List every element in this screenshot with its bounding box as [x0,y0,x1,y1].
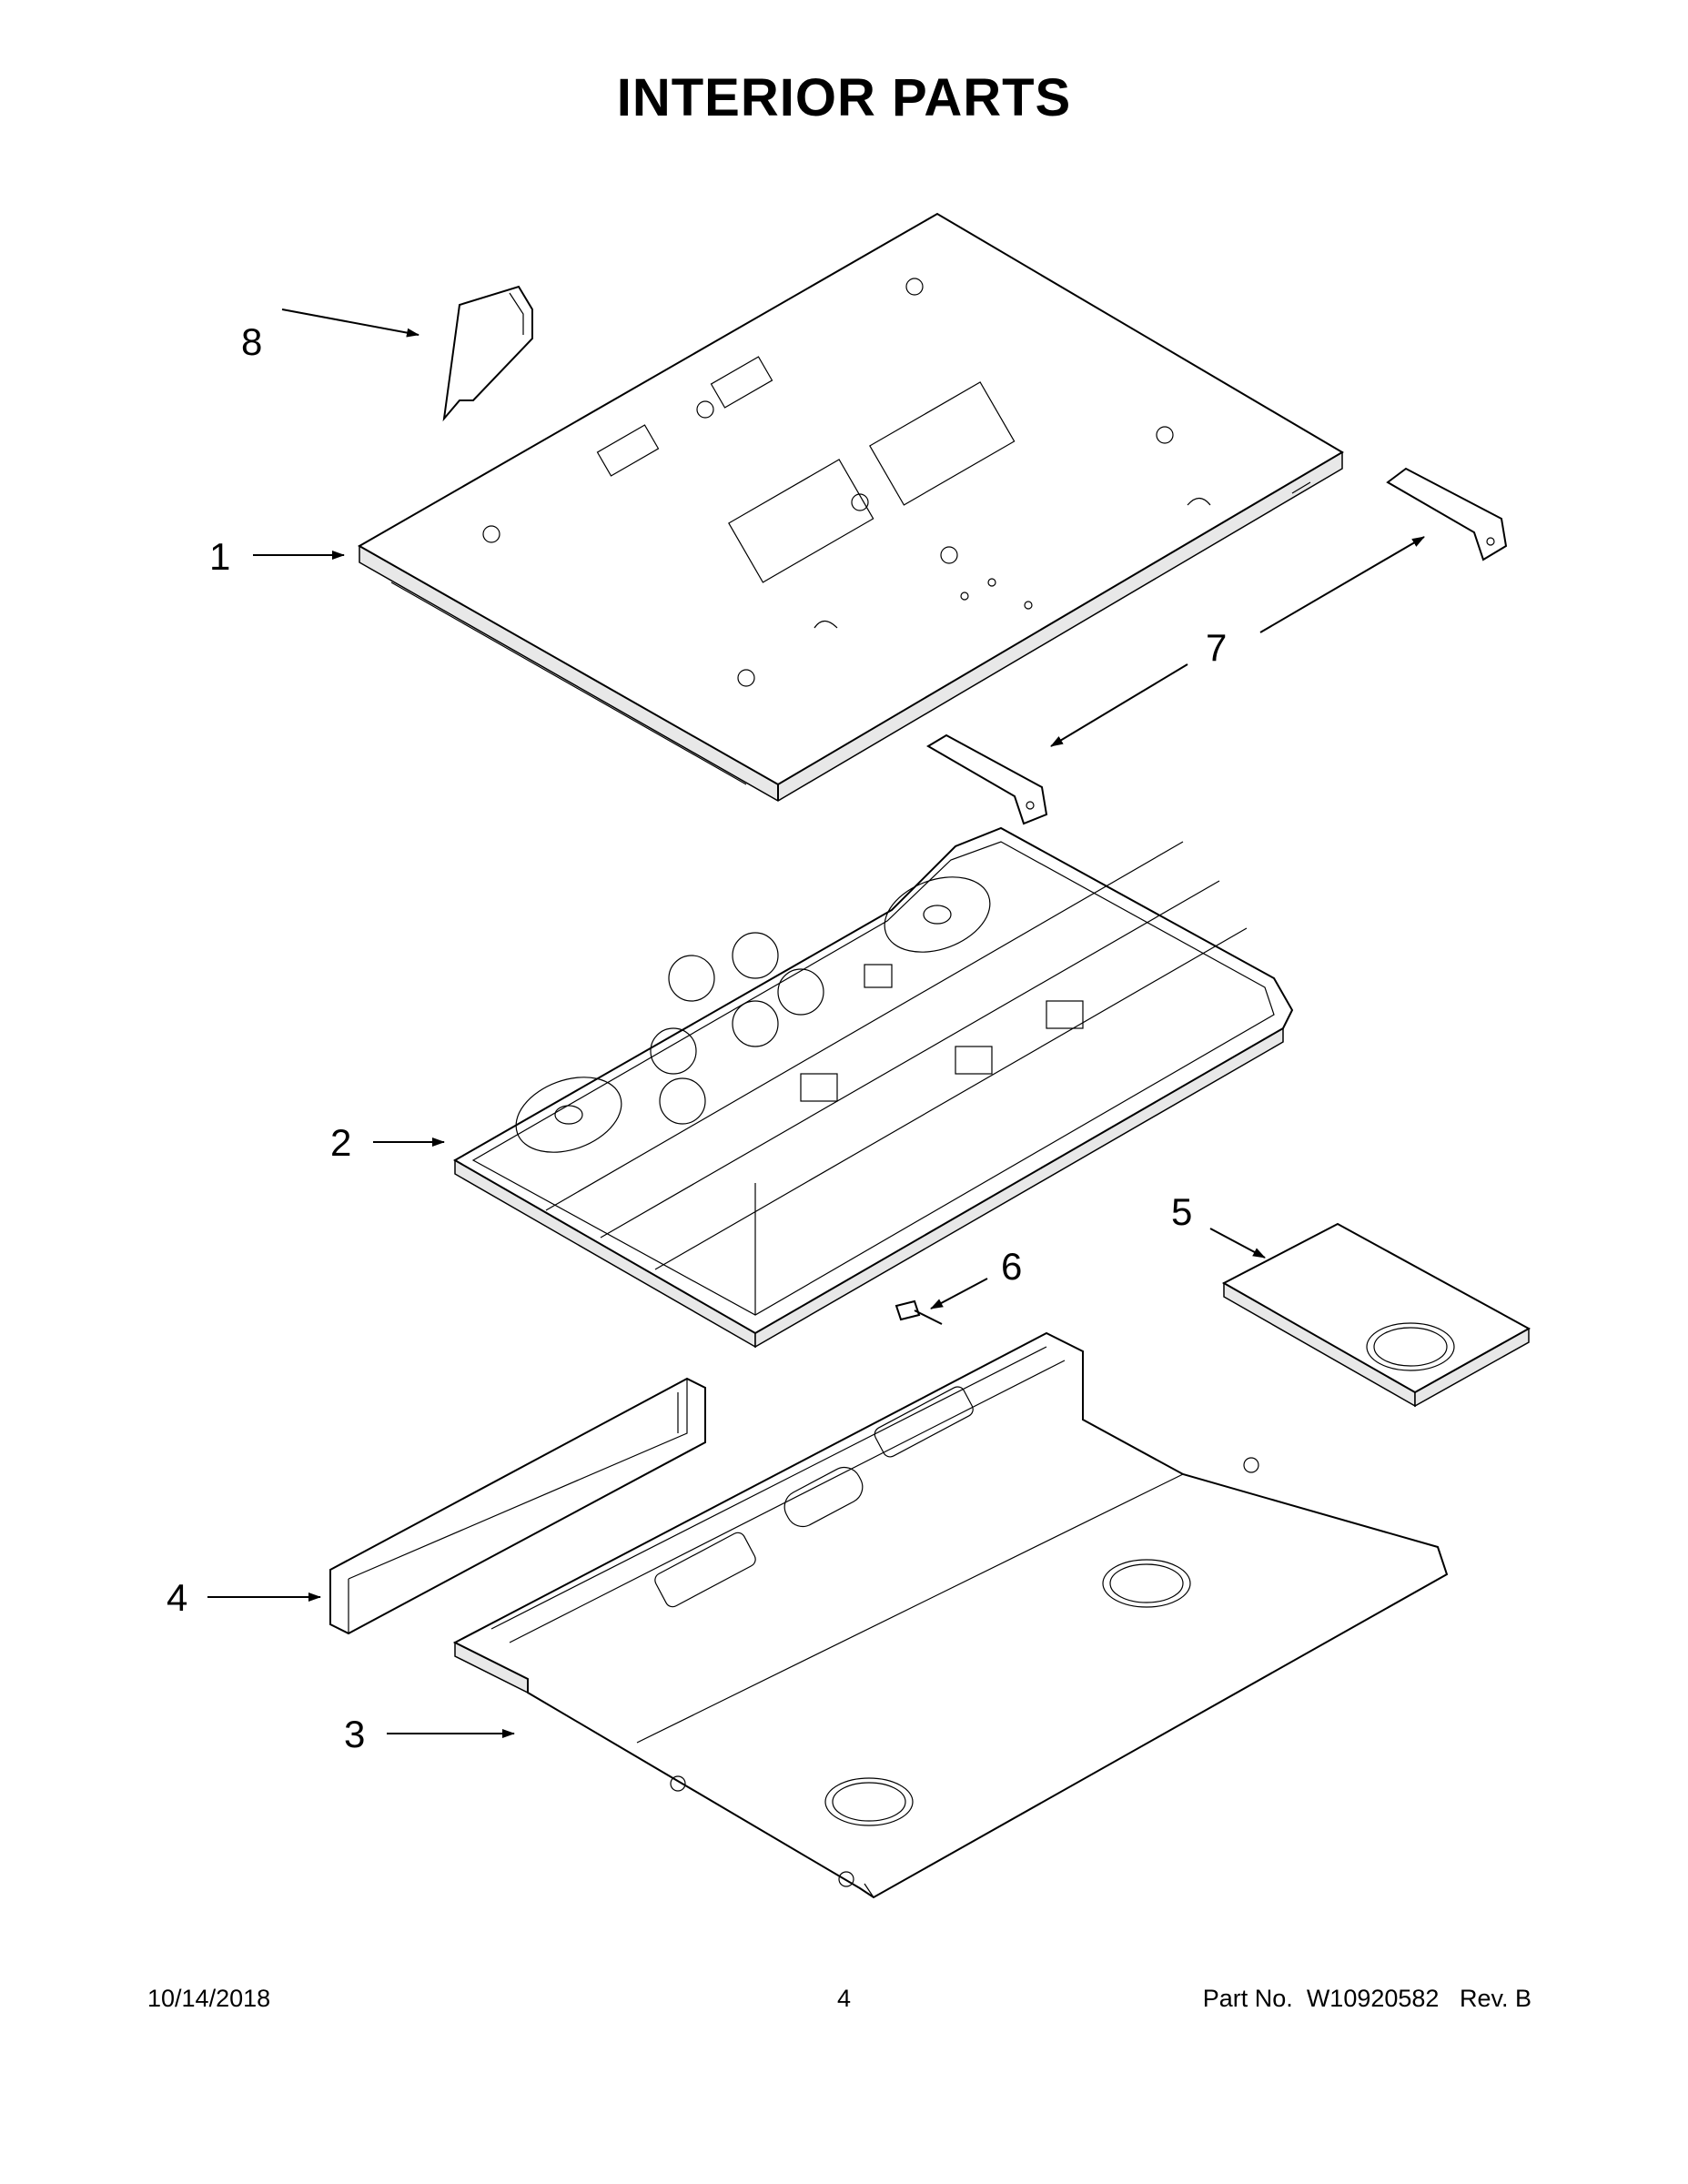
part-7-bracket-left [926,733,1048,825]
callout-5: 5 [1171,1190,1193,1233]
callout-8: 8 [241,320,263,363]
part-7-bracket-right [1386,467,1508,561]
part-3-bottom-cover [452,1331,1449,1899]
part-number: W10920582 [1306,1985,1440,2012]
leader-arrow-7-upper [1259,536,1425,633]
revision: Rev. B [1459,1985,1531,2012]
part-2-generator-board [452,826,1294,1349]
part-8-bracket [442,285,533,422]
footer-page-number: 4 [836,1985,852,2012]
part-5-fan-housing [1221,1222,1531,1408]
part-4-side-panel [329,1377,706,1635]
footer-date: 10/14/2018 [147,1985,271,2012]
part-6-screw [895,1299,943,1325]
callout-1: 1 [209,535,231,578]
part-1-top-plate [357,212,1344,802]
leader-arrow-7-lower [1050,663,1188,747]
leader-arrow-6 [930,1278,988,1309]
callout-4: 4 [167,1576,188,1619]
callout-6: 6 [1001,1245,1023,1288]
leader-arrow-5 [1209,1228,1266,1259]
footer-part-number: Part No. W10920582 Rev. B [1203,1985,1531,2013]
page-title: INTERIOR PARTS [616,68,1072,127]
leader-arrows [207,308,1425,1738]
leader-arrow-8 [281,308,419,338]
part-label: Part No. [1202,1985,1293,2012]
callout-7: 7 [1206,626,1228,669]
callout-3: 3 [344,1713,366,1755]
callout-2: 2 [330,1121,352,1164]
